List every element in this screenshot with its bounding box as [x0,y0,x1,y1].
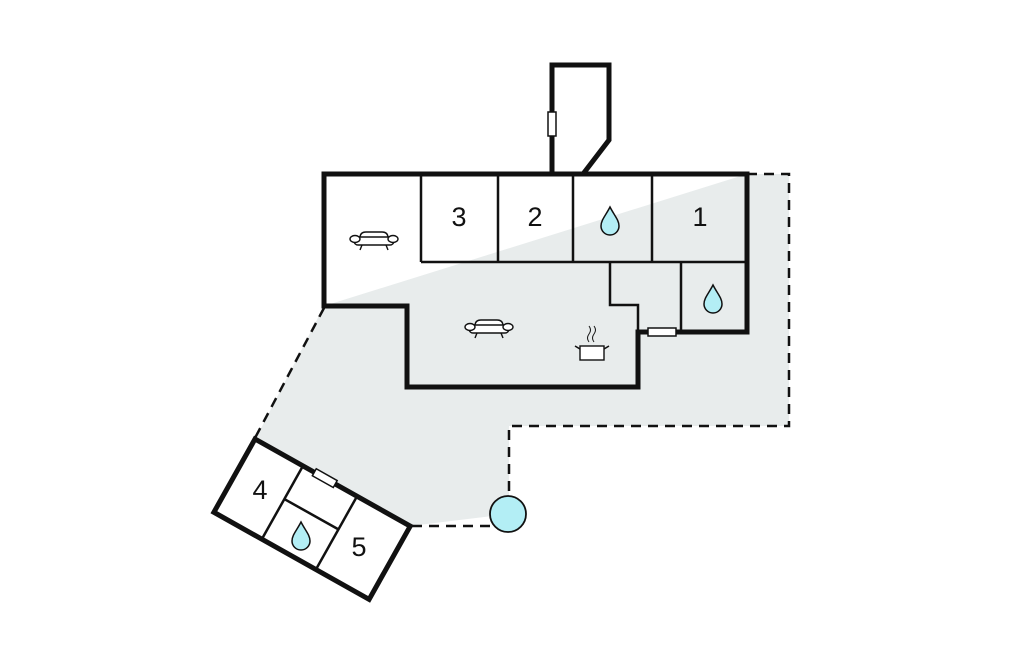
cooking-pot-icon [574,325,610,361]
room-3-label: 3 [451,202,466,232]
water-drop-icon [600,206,620,236]
door [311,467,339,489]
water-drop-icon [291,521,311,551]
room-5-label: 5 [351,532,366,562]
room-4-label: 4 [252,475,267,505]
room-2-label: 2 [527,202,542,232]
guest-annex [210,435,414,603]
inner-walls [419,174,747,332]
sofa-icon [349,231,399,251]
terrace-boundary-west [253,307,326,439]
main-house [321,171,750,390]
terrace-area [255,174,789,526]
door [547,111,557,137]
room-1-label: 1 [692,202,707,232]
pool-icon [489,495,527,533]
entrance-annex [549,62,612,177]
terrace-boundary [507,172,791,498]
door [647,327,677,337]
